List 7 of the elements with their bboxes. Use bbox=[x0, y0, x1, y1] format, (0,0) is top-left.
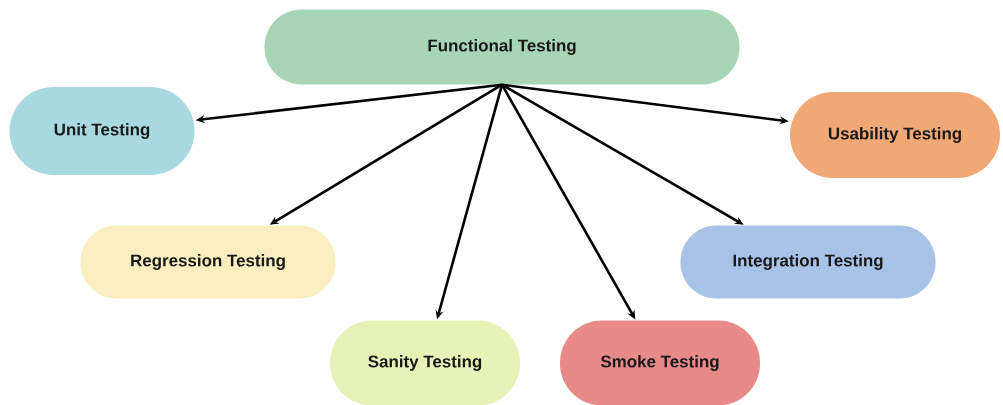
pill-box: Smoke Testing bbox=[560, 320, 760, 405]
pill-box: Integration Testing bbox=[680, 225, 936, 299]
pill-box: Sanity Testing bbox=[330, 320, 520, 405]
pill-box: Usability Testing bbox=[790, 92, 1000, 178]
pill-box: Regression Testing bbox=[80, 225, 336, 299]
pill-box: Functional Testing bbox=[264, 9, 740, 85]
pill-box: Unit Testing bbox=[9, 87, 195, 175]
